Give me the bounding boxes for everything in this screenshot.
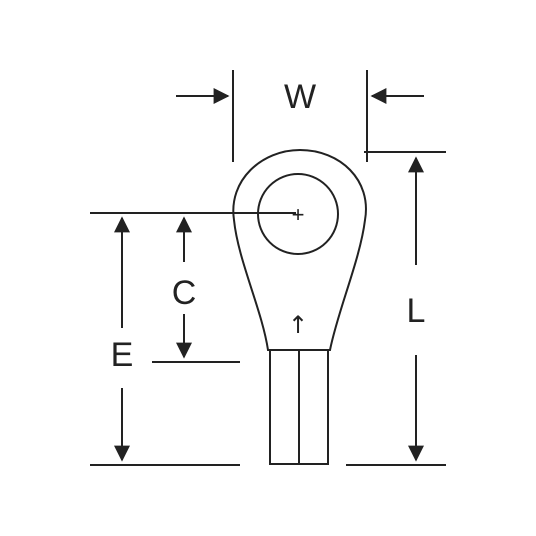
direction-mark: ↑ [288, 311, 308, 339]
overall-label: E [111, 336, 134, 374]
ring-terminal: + ↑ [232, 148, 367, 465]
center-dimension: C [90, 212, 296, 363]
length-dimension: L [364, 151, 446, 462]
ring-tongue-outline [232, 148, 367, 351]
center-mark: + [292, 202, 305, 227]
center-label: C [172, 274, 197, 312]
overall-dimension: E [111, 216, 134, 462]
length-label: L [407, 292, 426, 330]
width-label: W [284, 78, 316, 116]
width-dimension: W [176, 70, 424, 162]
